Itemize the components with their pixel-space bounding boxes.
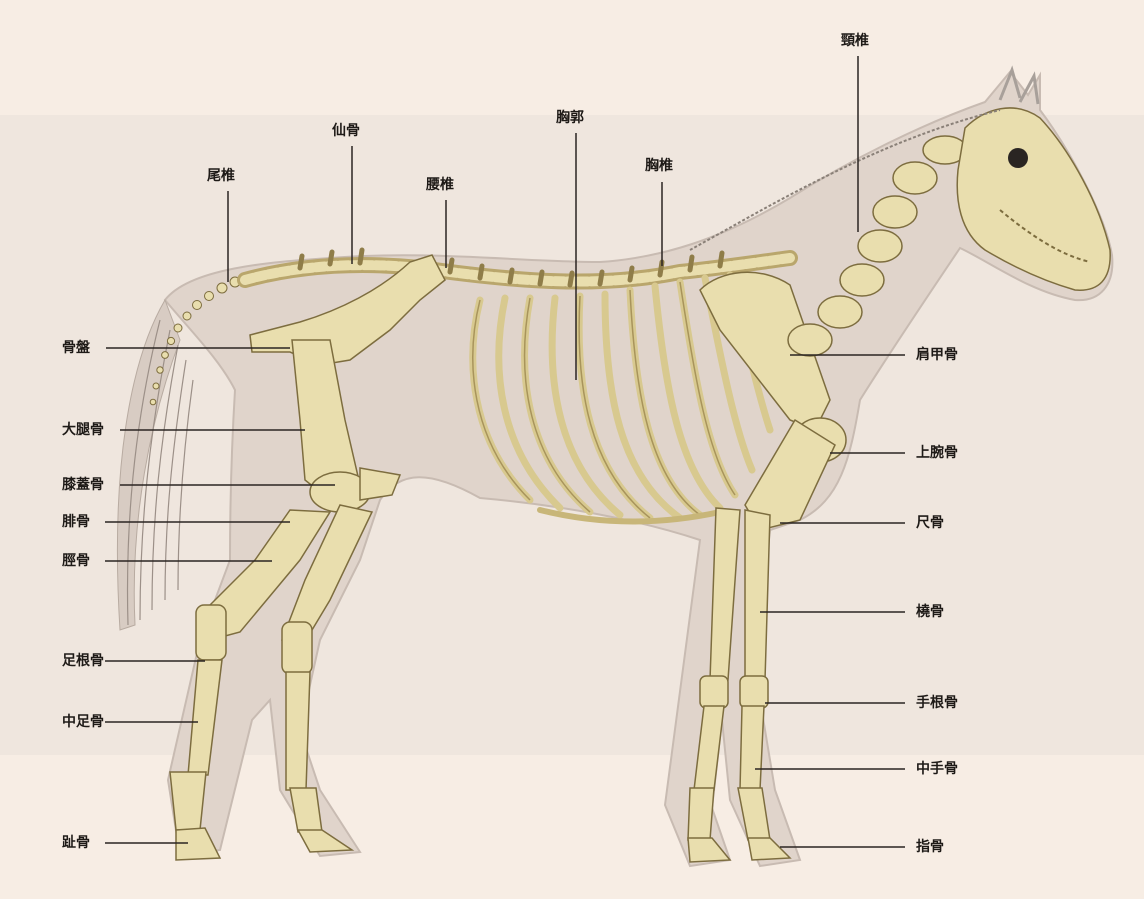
label-cervical-vertebrae: 頸椎 <box>841 33 869 49</box>
label-metatarsus: 中足骨 <box>62 714 104 730</box>
label-phalanx-fore: 指骨 <box>916 839 944 855</box>
label-fibula: 腓骨 <box>62 514 90 530</box>
label-radius: 橈骨 <box>916 604 944 620</box>
label-thorax: 胸郭 <box>556 110 584 126</box>
label-femur: 大腿骨 <box>62 422 104 438</box>
label-lumbar-vertebrae: 腰椎 <box>426 177 454 193</box>
eye-orbit <box>1008 148 1028 168</box>
label-metacarpus: 中手骨 <box>916 761 958 777</box>
label-humerus: 上腕骨 <box>916 445 958 461</box>
label-sacrum: 仙骨 <box>332 123 360 139</box>
label-caudal-vertebrae: 尾椎 <box>207 168 235 184</box>
label-tarsus: 足根骨 <box>62 653 104 669</box>
label-thoracic-vertebrae: 胸椎 <box>645 158 673 174</box>
label-ulna: 尺骨 <box>916 515 944 531</box>
label-carpus: 手根骨 <box>916 695 958 711</box>
label-patella: 膝蓋骨 <box>62 477 104 493</box>
label-pelvis: 骨盤 <box>62 340 90 356</box>
label-phalanx-hind: 趾骨 <box>62 835 90 851</box>
label-tibia: 脛骨 <box>62 553 90 569</box>
label-scapula: 肩甲骨 <box>916 347 958 363</box>
